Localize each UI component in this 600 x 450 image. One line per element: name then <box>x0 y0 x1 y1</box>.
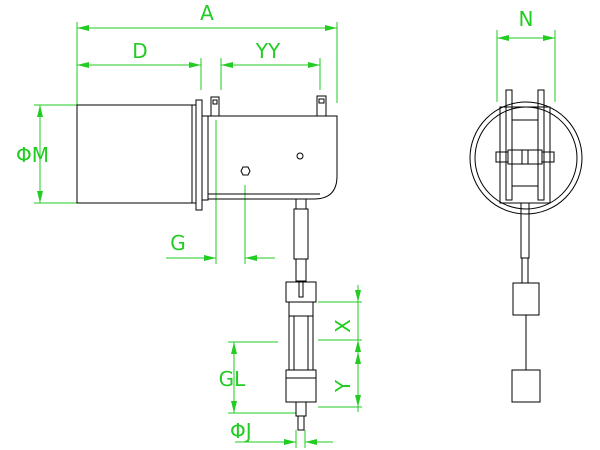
label-m: ΦM <box>16 143 49 167</box>
label-gl: GL <box>219 367 246 391</box>
dimension-n: N <box>496 7 556 102</box>
dimension-g: G <box>166 120 275 264</box>
dimension-a: A <box>76 1 338 105</box>
dimension-x-y: X Y <box>318 285 362 412</box>
label-y: Y <box>331 379 355 393</box>
label-n: N <box>519 7 534 31</box>
dimension-yy: YY <box>220 39 321 90</box>
label-x: X <box>331 319 355 333</box>
dimension-j: ΦJ <box>230 419 333 448</box>
label-j: ΦJ <box>230 419 252 443</box>
label-d: D <box>132 39 147 63</box>
dimension-m: ΦM <box>16 104 77 204</box>
label-g: G <box>170 231 186 255</box>
motor-end-view <box>469 89 583 403</box>
label-yy: YY <box>255 39 281 63</box>
motor-side-view <box>76 95 338 431</box>
dimension-gl: GL <box>219 341 296 414</box>
label-a: A <box>200 1 214 25</box>
dimension-d: D <box>77 39 202 90</box>
